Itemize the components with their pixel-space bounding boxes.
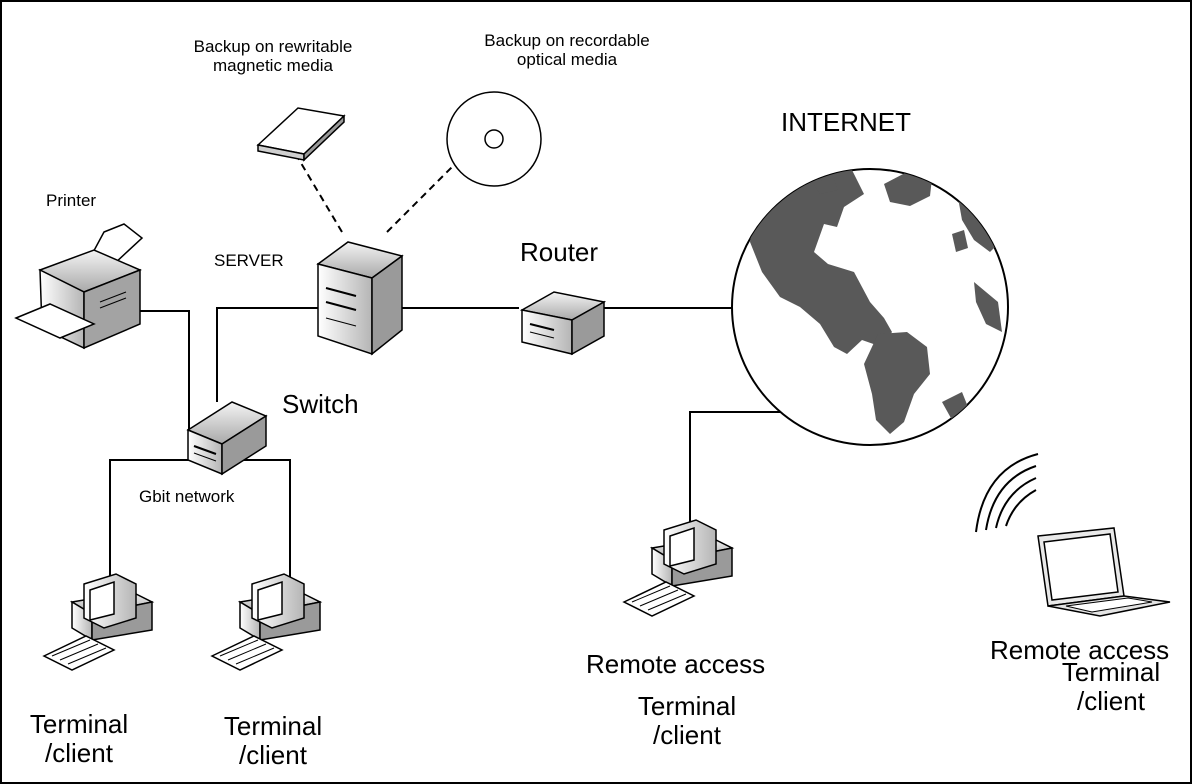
connections [109,157,782,584]
backup-magnetic-line2: magnetic media [212,55,333,75]
terminal-client-label-1: Terminal /client [20,710,138,767]
terminal-line1: Terminal [223,711,323,741]
router-icon [519,291,607,356]
gbit-network-label: Gbit network [139,487,235,506]
disc-icon [446,91,542,187]
link-switch-terminal2 [242,459,291,584]
link-switch-terminal1 [109,459,189,584]
server-icon [316,241,404,356]
link-server-tape [297,157,343,233]
remote-access-label-1: Remote access [586,649,766,679]
laptop-icon [1037,527,1171,617]
printer-icon [14,223,144,350]
link-server-disc [386,166,453,233]
switch-label: Switch [282,389,359,419]
printer-label: Printer [46,191,97,210]
terminal-line1: Terminal [637,691,737,721]
backup-magnetic-line1: Backup on rewritable [193,37,353,56]
terminal-client-label-4: Terminal /client [1052,658,1170,715]
globe-icon [731,168,1009,446]
desktop-computer-icon [210,573,323,671]
wireless-signal-icon [975,453,1039,533]
link-switch-server [216,307,318,402]
backup-magnetic-label: Backup on rewritable magnetic media [162,37,384,75]
terminal-client-label-3: Terminal /client [628,692,746,749]
backup-optical-label: Backup on recordable optical media [452,31,682,69]
internet-label: INTERNET [781,107,911,137]
terminal-line2: /client [653,719,721,750]
remote-access-label-2: Remote access [990,635,1170,665]
terminal-line2: /client [1077,685,1145,716]
server-label: SERVER [214,251,284,270]
desktop-computer-icon [622,519,735,617]
terminal-line1: Terminal [29,709,129,739]
link-internet-remote [689,411,782,527]
backup-optical-line2: optical media [516,49,618,69]
backup-optical-line1: Backup on recordable [484,31,650,50]
terminal-line1: Terminal [1061,657,1161,687]
router-label: Router [520,237,599,267]
desktop-computer-icon [42,573,155,671]
terminal-client-label-2: Terminal /client [214,712,332,769]
terminal-line2: /client [45,737,113,768]
terminal-line2: /client [239,739,307,770]
link-printer-switch [139,310,190,430]
switch-icon [186,401,268,476]
tape-icon [256,107,346,162]
